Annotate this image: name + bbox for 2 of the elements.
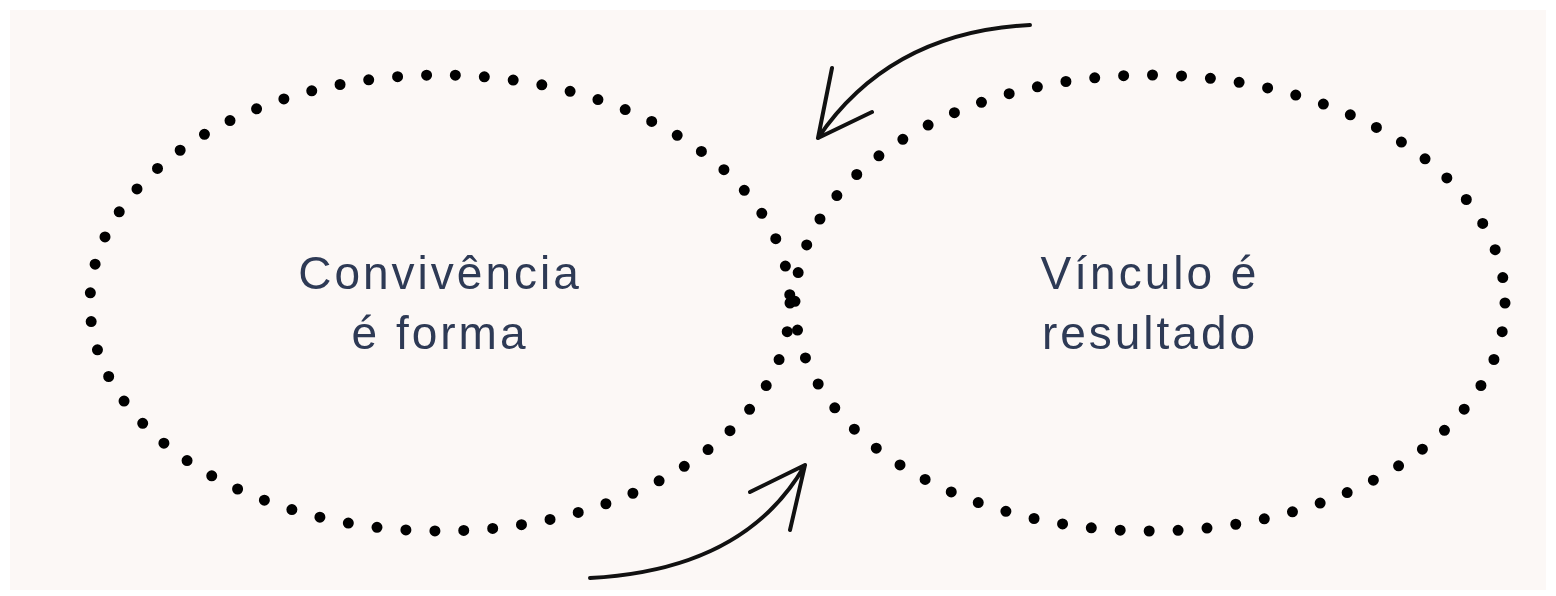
ellipse-label: Vínculo é resultado bbox=[1039, 246, 1261, 361]
ellipse-label: Convivência é forma bbox=[297, 246, 583, 361]
